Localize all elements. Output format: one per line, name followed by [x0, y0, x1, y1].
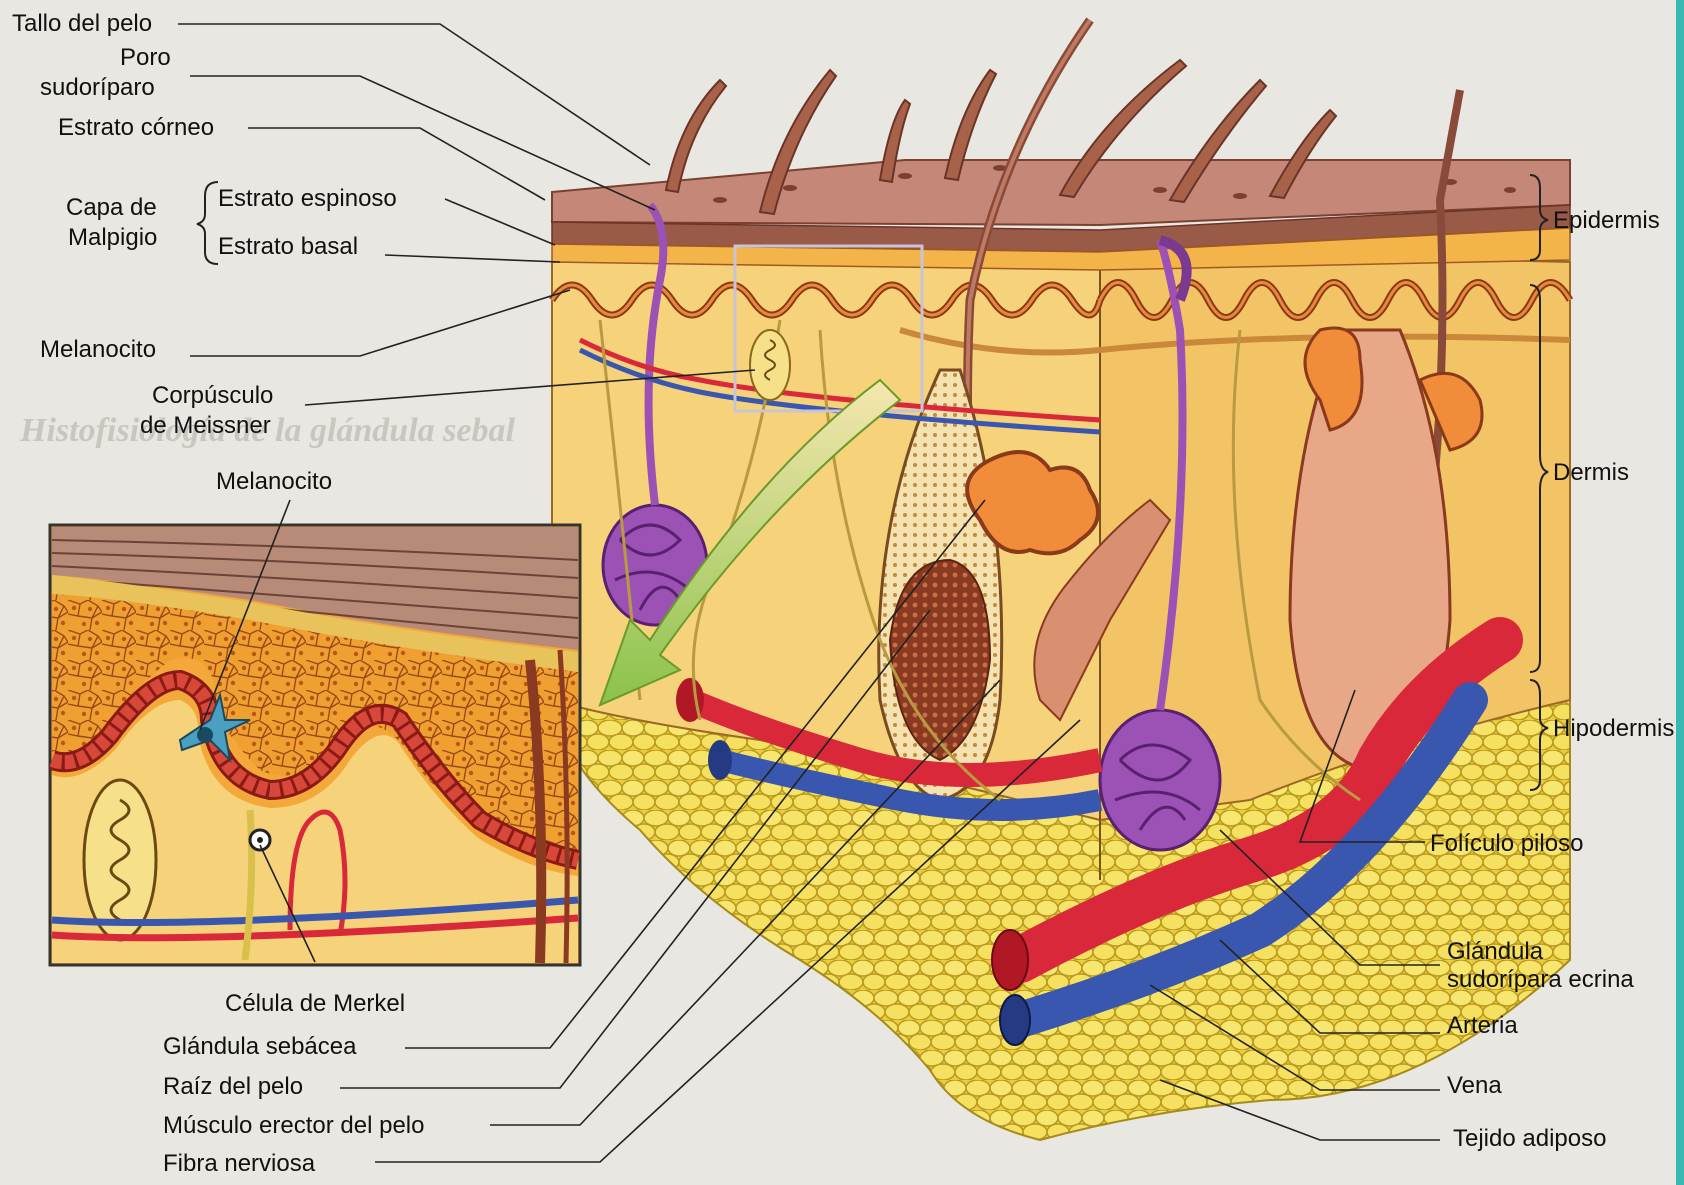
label-estrato-basal: Estrato basal: [218, 233, 358, 262]
label-corpusculo-2: de Meissner: [140, 412, 271, 441]
label-corpusculo-1: Corpúsculo: [152, 382, 273, 411]
label-raiz-pelo: Raíz del pelo: [163, 1073, 303, 1102]
label-estrato-espinoso: Estrato espinoso: [218, 185, 397, 214]
label-glandula-ecrina-2: sudorípara ecrina: [1447, 966, 1634, 995]
label-musculo-erector: Músculo erector del pelo: [163, 1112, 424, 1141]
label-dermis: Dermis: [1553, 459, 1629, 488]
sweat-gland-right: [1100, 710, 1220, 850]
label-foliculo-piloso: Folículo piloso: [1430, 830, 1583, 859]
label-epidermis: Epidermis: [1553, 207, 1660, 236]
page-edge-strip: [1676, 0, 1684, 1185]
brace-capa-malpigio: [197, 182, 218, 264]
label-celula-merkel: Célula de Merkel: [225, 990, 405, 1019]
label-arteria: Arteria: [1447, 1012, 1518, 1041]
label-poro-sudoriparo-1: Poro: [120, 44, 171, 73]
label-vena: Vena: [1447, 1072, 1502, 1101]
label-melanocito-top: Melanocito: [40, 336, 156, 365]
label-estrato-corneo: Estrato córneo: [58, 114, 214, 143]
label-malpigio: Malpigio: [68, 224, 157, 253]
label-fibra-nerviosa: Fibra nerviosa: [163, 1150, 315, 1179]
label-capa-de: Capa de: [66, 194, 157, 223]
label-tallo-del-pelo: Tallo del pelo: [12, 10, 152, 39]
label-glandula-ecrina-1: Glándula: [1447, 938, 1543, 967]
label-glandula-sebacea: Glándula sebácea: [163, 1033, 356, 1062]
label-tejido-adiposo: Tejido adiposo: [1453, 1125, 1606, 1154]
label-hipodermis: Hipodermis: [1553, 715, 1674, 744]
inset-detail: [50, 525, 580, 965]
label-melanocito-inset: Melanocito: [216, 468, 332, 497]
label-poro-sudoriparo-2: sudoríparo: [40, 74, 155, 103]
